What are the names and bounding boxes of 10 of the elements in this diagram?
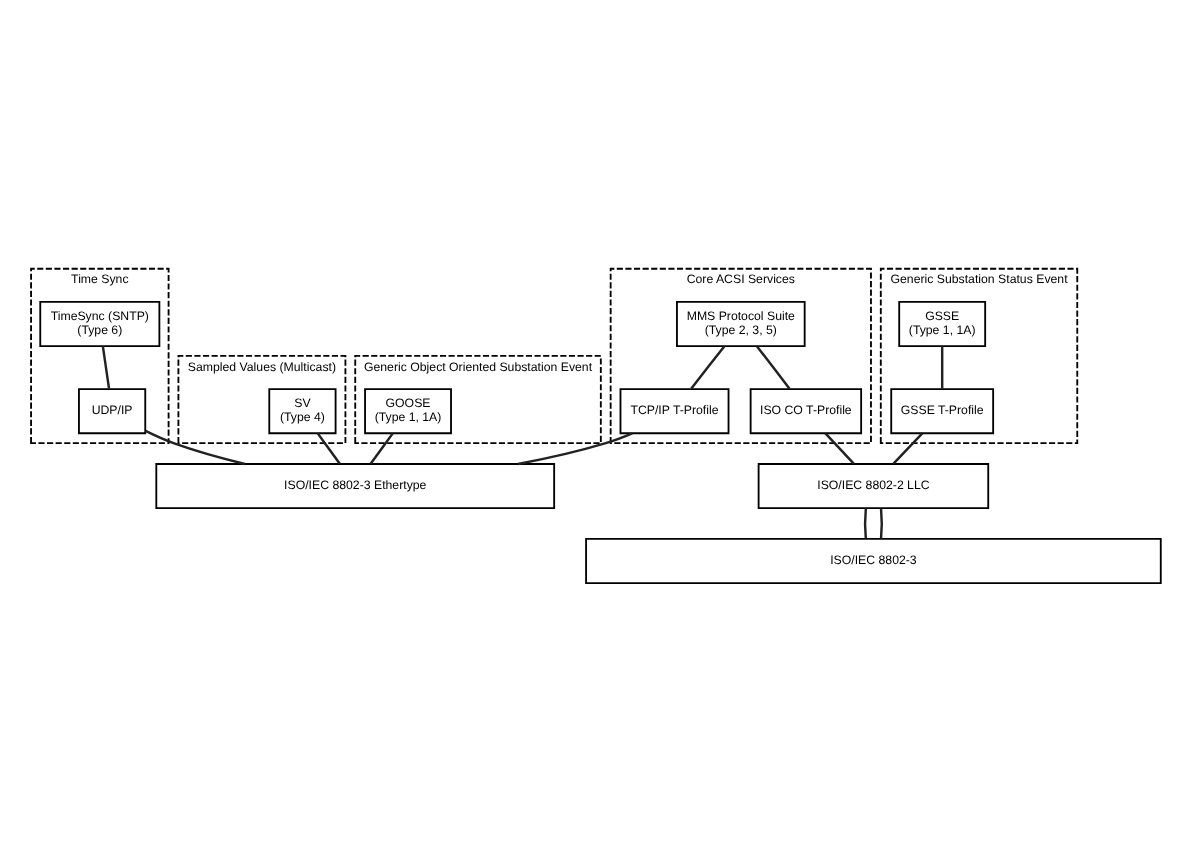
connector: [940, 346, 944, 389]
connector: [369, 432, 394, 465]
connector: [824, 432, 855, 465]
connector: [101, 346, 111, 389]
connector: [316, 432, 341, 465]
connector: [879, 508, 883, 539]
connector: [690, 345, 726, 390]
connector: [863, 508, 868, 539]
connector: [755, 345, 791, 390]
connector: [892, 432, 924, 465]
